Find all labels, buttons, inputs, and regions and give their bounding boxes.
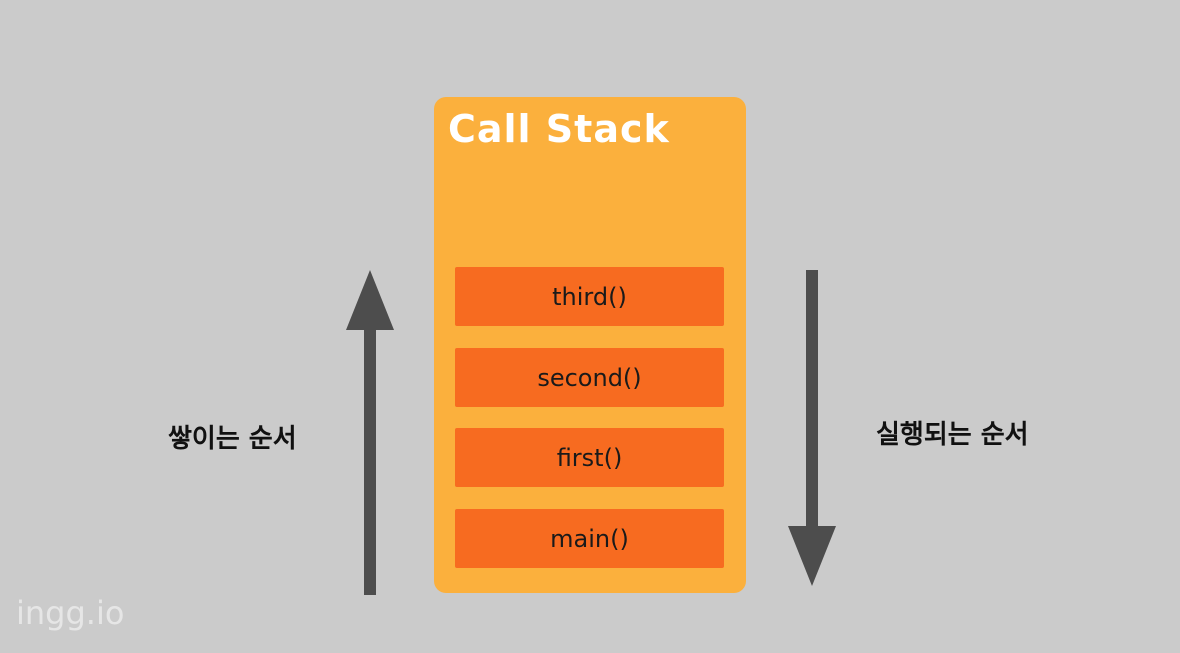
push-order-label: 쌓이는 순서 <box>168 424 297 454</box>
stack-frame-main: main() <box>455 509 724 568</box>
call-stack-title: Call Stack <box>448 107 670 151</box>
push-arrow-head <box>346 270 394 330</box>
stack-frame-first: first() <box>455 428 724 487</box>
watermark-logo: ingg.io <box>16 594 125 632</box>
execution-arrow-down-icon <box>788 270 836 586</box>
execution-order-label: 실행되는 순서 <box>876 420 1029 450</box>
call-stack-panel: Call Stack third() second() first() main… <box>434 97 746 593</box>
stack-frame-third: third() <box>455 267 724 326</box>
execution-arrow-shaft <box>806 270 818 530</box>
execution-arrow-head <box>788 526 836 586</box>
push-arrow-shaft <box>364 328 376 595</box>
stack-frame-second: second() <box>455 348 724 407</box>
push-arrow-up-icon <box>346 270 394 595</box>
